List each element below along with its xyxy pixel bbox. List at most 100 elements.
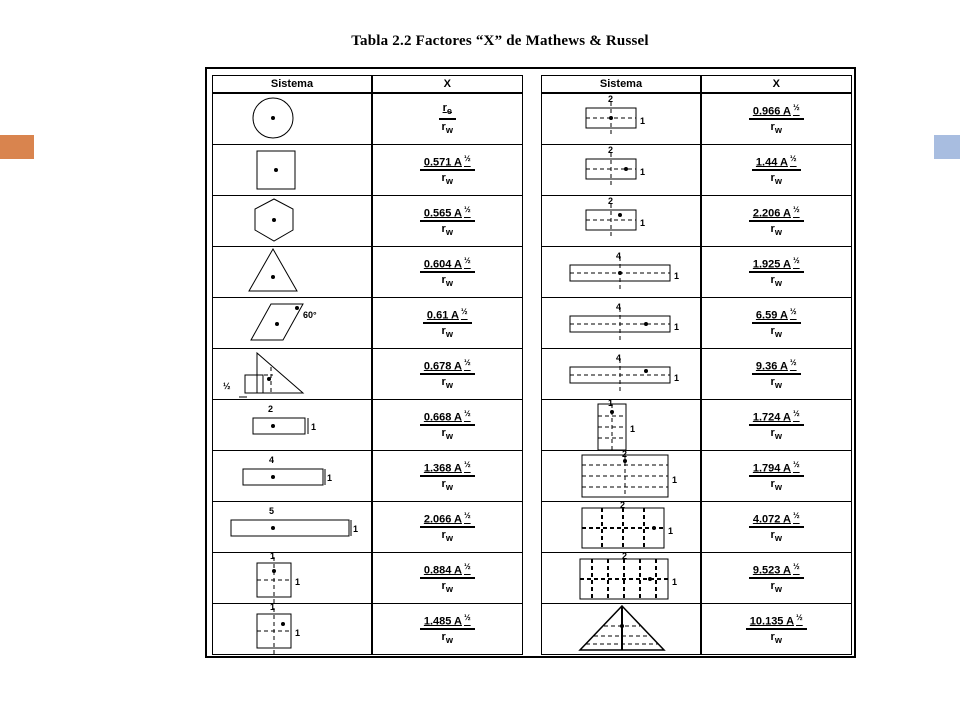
x-exponent: ½ [796, 612, 803, 622]
x-denominator: r [441, 121, 446, 133]
x-numerator: 4.072 A [752, 513, 791, 526]
x-denominator: r [770, 478, 775, 491]
x-denominator: r [770, 325, 775, 338]
sistema-cell [212, 144, 373, 196]
svg-text:1: 1 [270, 602, 275, 612]
square-quad-offset-icon: 11 [256, 602, 300, 654]
x-denominator: r [770, 172, 775, 185]
x-denominator: r [770, 223, 775, 236]
x-denominator: r [441, 274, 446, 287]
x-numerator: 1.485 A [423, 615, 462, 628]
x-denominator-sub: w [445, 176, 453, 187]
triangle-grid-icon [578, 604, 666, 651]
rect-2x1-dashed-center-icon: 21 [585, 94, 645, 134]
svg-text:2: 2 [608, 145, 613, 155]
x-exponent: ½ [463, 561, 471, 571]
table-title: Tabla 2.2 Factores “X” de Mathews & Russ… [351, 33, 649, 49]
svg-text:1: 1 [311, 422, 316, 432]
rect-2x1-dashed-upper-icon: 21 [585, 196, 645, 236]
svg-text:2: 2 [268, 404, 273, 414]
x-denominator: r [770, 121, 775, 134]
rect-2x1-grid-icon: 21 [581, 449, 677, 498]
x-denominator-sub: w [445, 329, 453, 340]
x-factor-cell: re rw [371, 92, 523, 145]
svg-text:1: 1 [608, 398, 613, 408]
table-frame [205, 67, 856, 658]
x-numerator: 0.884 A [423, 564, 462, 577]
svg-text:2: 2 [622, 551, 627, 561]
x-denominator: r [770, 376, 775, 389]
x-exponent: ½ [463, 408, 471, 418]
x-numerator: 1.794 A [752, 462, 791, 475]
x-numerator: 0.668 A [423, 411, 462, 424]
x-exponent: ½ [792, 561, 800, 571]
x-exponent: ½ [792, 510, 800, 520]
x-numerator: 1.44 A [755, 156, 788, 169]
x-denominator: r [770, 274, 775, 287]
rect-2x1-multi-icon: 21 [579, 551, 677, 600]
sistema-cell: 60° [212, 297, 373, 349]
x-numerator: 10.135 A [749, 615, 795, 628]
sistema-cell [212, 92, 373, 145]
accent-bar-right [934, 135, 960, 159]
x-denominator-sub: w [445, 380, 453, 391]
x-numerator: 1.925 A [752, 258, 791, 271]
rect-4x1-dashed-mid-icon: 41 [569, 353, 679, 391]
x-exponent: ½ [463, 612, 471, 622]
x-exponent: ½ [463, 204, 471, 214]
square-icon [256, 150, 296, 190]
x-numerator: 0.61 A [426, 309, 459, 322]
svg-text:½: ½ [223, 381, 231, 391]
x-denominator-sub: w [774, 278, 782, 289]
x-denominator: r [441, 631, 446, 644]
x-exponent: ½ [460, 306, 468, 316]
svg-text:1: 1 [672, 475, 677, 485]
accent-bar-left [0, 135, 34, 159]
header-x: X [371, 75, 523, 94]
x-denominator-sub: w [445, 482, 453, 493]
x-exponent: ½ [792, 102, 800, 112]
x-denominator-sub: w [774, 380, 782, 391]
x-denominator: r [441, 325, 446, 338]
x-denominator-sub: w [445, 125, 453, 136]
x-denominator-sub: w [445, 635, 453, 646]
x-denominator: r [441, 172, 446, 185]
svg-text:60°: 60° [303, 310, 317, 320]
x-numerator: 2.206 A [752, 207, 791, 220]
x-exponent: ½ [463, 459, 471, 469]
rect-4x1-dashed-right-icon: 41 [569, 302, 679, 340]
